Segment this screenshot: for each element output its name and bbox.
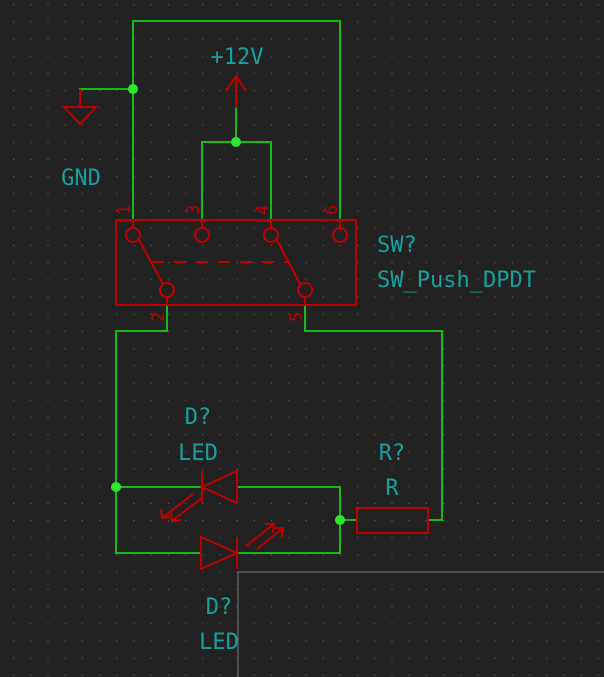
- gnd-label[interactable]: GND: [61, 166, 101, 191]
- wire-pin2[interactable]: [115, 304, 202, 554]
- wire-pin5[interactable]: [304, 304, 443, 521]
- led-bottom-value[interactable]: LED: [199, 630, 239, 655]
- resistor-reference[interactable]: R?: [379, 441, 406, 466]
- switch-symbol[interactable]: [115, 219, 357, 306]
- junction-12v[interactable]: [231, 137, 241, 147]
- resistor-value[interactable]: R: [385, 476, 399, 501]
- sheet-border: [237, 571, 604, 677]
- junction-gnd[interactable]: [128, 84, 138, 94]
- pin-number-5: 5: [287, 312, 307, 322]
- switch-body: [115, 219, 357, 306]
- vcc-symbol[interactable]: [225, 74, 247, 108]
- led-bottom-reference[interactable]: D?: [206, 595, 233, 620]
- junction-resistor[interactable]: [335, 515, 345, 525]
- wire-gnd-loop[interactable]: [132, 20, 341, 221]
- pin-number-3: 3: [184, 205, 204, 215]
- vcc-label[interactable]: +12V: [211, 45, 264, 70]
- led-top-value[interactable]: LED: [178, 441, 218, 466]
- pin-numbers: 1 3 4 6 2 5: [115, 205, 342, 322]
- switch-value[interactable]: SW_Push_DPDT: [377, 268, 536, 293]
- junction-led-left[interactable]: [111, 482, 121, 492]
- led-bottom-symbol[interactable]: [200, 523, 285, 571]
- gnd-symbol[interactable]: [61, 89, 99, 126]
- pin-number-1: 1: [115, 205, 135, 215]
- led-top-reference[interactable]: D?: [185, 405, 212, 430]
- pin-number-6: 6: [322, 205, 342, 215]
- resistor-symbol[interactable]: [356, 507, 429, 534]
- pin-number-4: 4: [253, 205, 273, 215]
- switch-reference[interactable]: SW?: [377, 233, 417, 258]
- labels: +12V GND SW? SW_Push_DPDT D? LED R? R D?…: [61, 45, 536, 655]
- led-top-symbol[interactable]: [160, 469, 238, 523]
- pin-number-2: 2: [149, 312, 169, 322]
- junctions: [111, 84, 345, 525]
